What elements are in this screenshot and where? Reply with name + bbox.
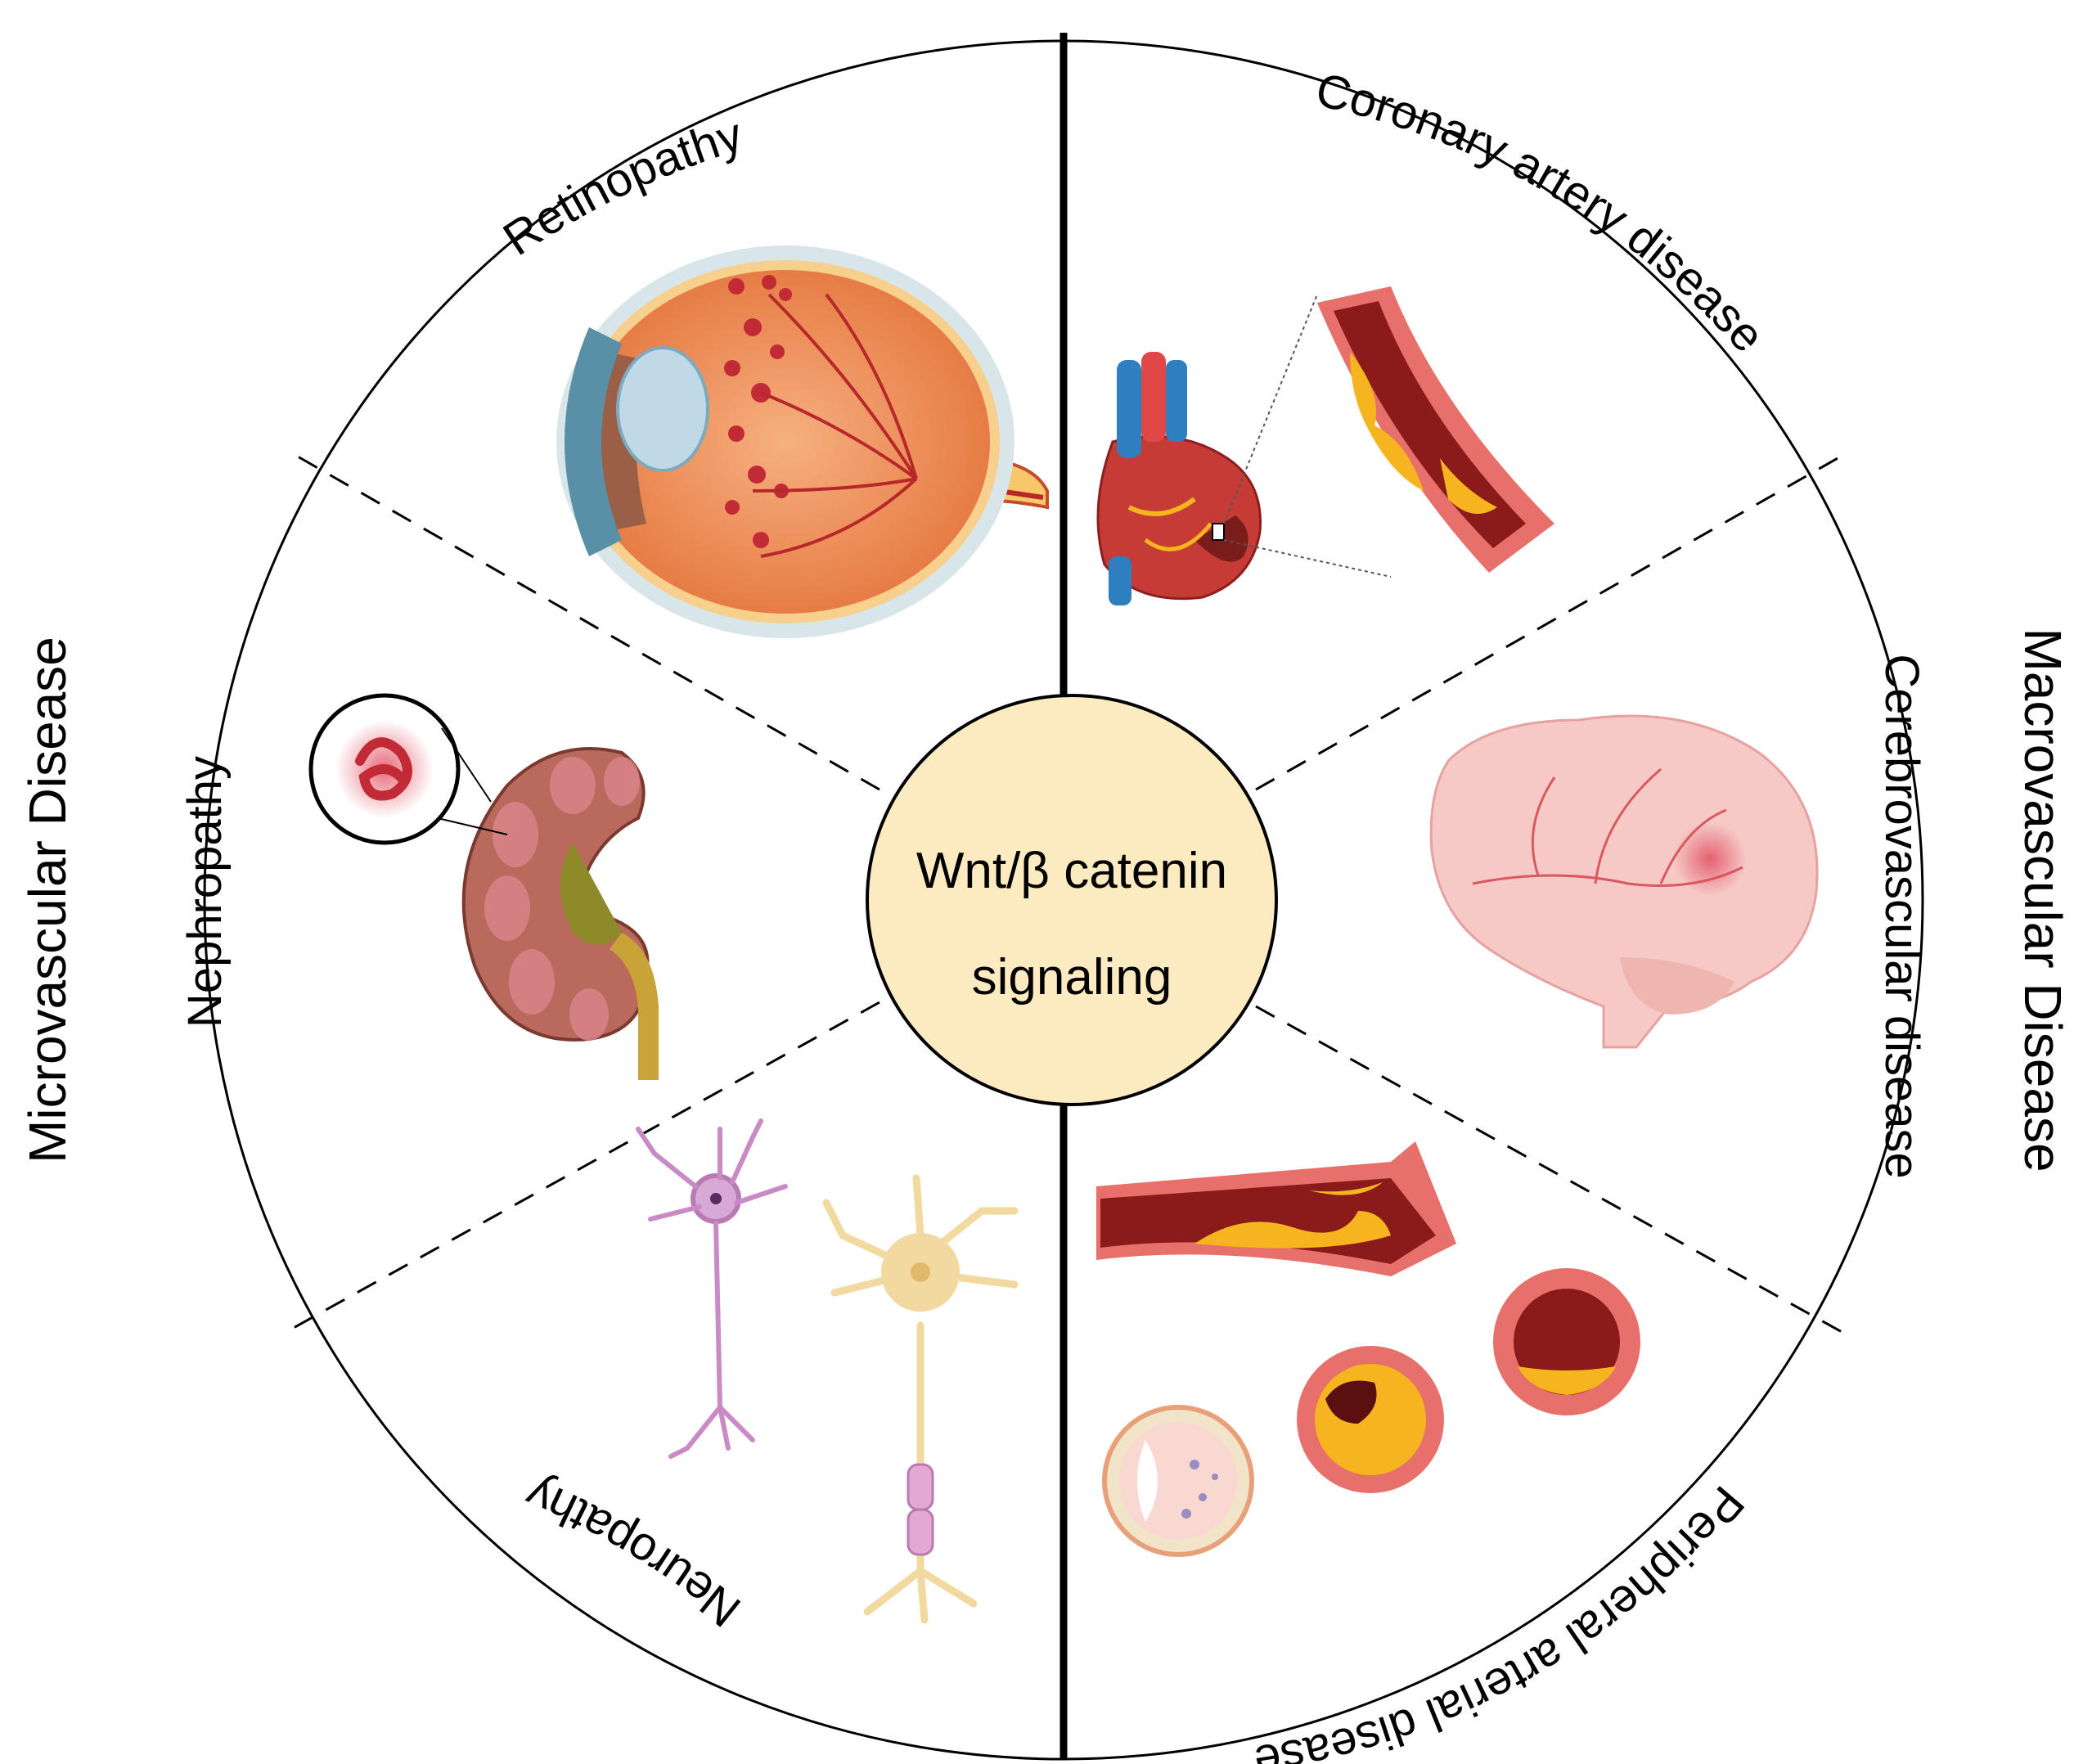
artery-cross-sections <box>1102 1268 1640 1557</box>
neuron-purple-illustration <box>636 1118 788 1459</box>
center-node: Wnt/β catenin signaling <box>866 694 1278 1106</box>
divider-retino-nephro <box>286 448 880 791</box>
brain-illustration <box>1429 714 1819 1049</box>
coronary-artery-illustration <box>1317 286 1554 573</box>
center-line-2: signaling <box>972 949 1172 1006</box>
zoom-lines <box>1223 294 1392 578</box>
eye-illustration <box>556 245 1049 638</box>
center-line-1: Wnt/β catenin <box>916 843 1227 899</box>
retinopathy-label: Retinopathy <box>494 108 749 266</box>
neuron-cream-illustration <box>822 1174 1019 1624</box>
peripheral-artery-illustration <box>1096 1141 1456 1276</box>
segment-dividers <box>286 448 1846 1335</box>
divider-nephro-neuro <box>290 1001 880 1331</box>
peripheral-label: Peripheral arterial disease <box>1251 1476 1755 1764</box>
kidney-illustration <box>308 693 659 1080</box>
cerebrovascular-label: Cerebrovascular disease <box>1875 654 1928 1179</box>
divider-coronary-cerebro <box>1255 452 1846 791</box>
divider-cerebro-periph <box>1255 1005 1846 1335</box>
heart-illustration <box>1096 352 1262 605</box>
microvascular-label: Microvascular Disease <box>18 637 77 1163</box>
nephropathy-label: Nephropathy <box>178 756 232 1028</box>
neuropathy-label: Neuropathy <box>518 1467 750 1637</box>
macrovascular-label: Macrovascular Disease <box>2013 628 2072 1172</box>
